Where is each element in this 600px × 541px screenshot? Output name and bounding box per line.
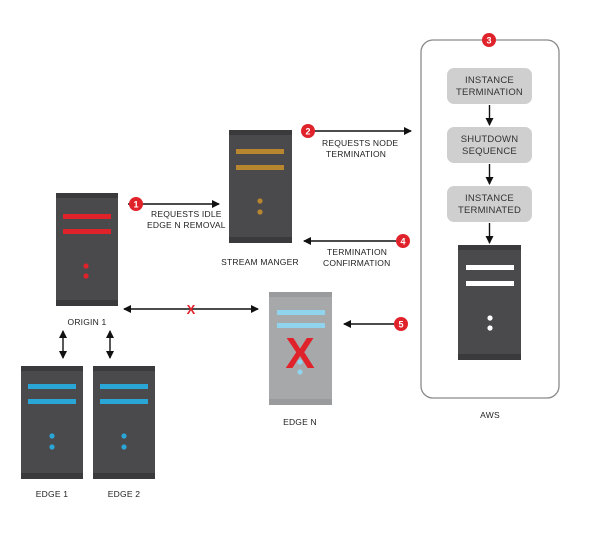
edge-2-label: EDGE 2: [108, 489, 140, 499]
step-2-line2: TERMINATION: [326, 149, 386, 159]
aws-server: [458, 245, 521, 360]
origin-label: ORIGIN 1: [68, 317, 107, 327]
step-1-line2: EDGE N REMOVAL: [147, 220, 226, 230]
step-3-number: 3: [486, 35, 491, 45]
step-5-badge: 5: [394, 317, 408, 331]
edge-n-removed-mark: X: [285, 329, 314, 378]
aws-step-2-line1: SHUTDOWN: [461, 134, 519, 145]
aws-step-1-line1: INSTANCE: [465, 75, 514, 86]
aws-step-instance-terminated: INSTANCE TERMINATED: [447, 186, 532, 222]
step-4-line2: CONFIRMATION: [323, 258, 390, 268]
step-3-badge: 3: [482, 33, 496, 47]
edge-n-server: [269, 292, 332, 405]
step-2-number: 2: [305, 126, 310, 136]
aws-step-2-line2: SEQUENCE: [462, 146, 517, 157]
step-4-number: 4: [400, 236, 405, 246]
step-4-badge: 4: [396, 234, 410, 248]
edge-1-server: [21, 366, 83, 479]
step-5-number: 5: [398, 319, 403, 329]
aws-step-shutdown-sequence: SHUTDOWN SEQUENCE: [447, 127, 532, 163]
aws-label: AWS: [480, 410, 500, 420]
aws-step-3-line1: INSTANCE: [465, 193, 514, 204]
aws-step-3-line2: TERMINATED: [458, 205, 521, 216]
step-1-badge: 1: [129, 197, 143, 211]
aws-step-instance-termination: INSTANCE TERMINATION: [447, 68, 532, 104]
edge-n-label: EDGE N: [283, 417, 317, 427]
step-2-line1: REQUESTS NODE: [322, 138, 398, 148]
aws-step-1-line2: TERMINATION: [456, 87, 523, 98]
step-4-line1: TERMINATION: [327, 247, 387, 257]
origin-server: [56, 193, 118, 306]
edge-1-label: EDGE 1: [36, 489, 68, 499]
link-break-mark: X: [187, 302, 196, 317]
step-2-badge: 2: [301, 124, 315, 138]
edge-2-server: [93, 366, 155, 479]
step-1-number: 1: [133, 199, 138, 209]
step-1-line1: REQUESTS IDLE: [151, 209, 222, 219]
stream-manager-server: [229, 130, 292, 243]
stream-manager-label: STREAM MANGER: [221, 257, 299, 267]
